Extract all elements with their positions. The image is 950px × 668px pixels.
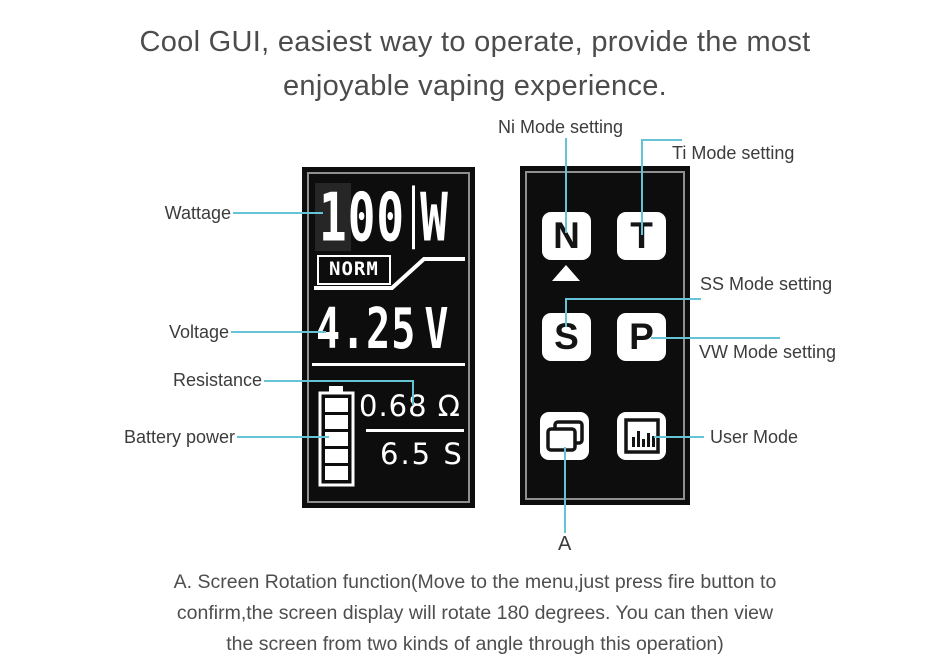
ti-mode-button: T xyxy=(617,212,666,260)
voltage-callout-line xyxy=(231,331,326,333)
vw-mode-button: P xyxy=(617,313,666,361)
footnote-line1: A. Screen Rotation function(Move to the … xyxy=(173,571,777,593)
wattage-unit: W xyxy=(420,178,449,257)
puff-time-unit: S xyxy=(443,437,464,471)
device-screen: 100 W NORM 4.25 V 0.68 Ω 6.5 xyxy=(302,167,475,508)
ti-mode-label: Ti Mode setting xyxy=(672,143,795,163)
ti-callout-line-v xyxy=(641,139,643,235)
resistance-unit: Ω xyxy=(437,389,461,423)
wattage-callout-line xyxy=(233,212,323,214)
footnote: A. Screen Rotation function(Move to the … xyxy=(0,567,950,660)
page-title-line2: enjoyable vaping experience. xyxy=(282,70,668,102)
ti-mode-button-label: T xyxy=(630,215,653,256)
battery-callout-line xyxy=(237,436,329,438)
rotation-callout-line xyxy=(564,447,566,533)
page-title: Cool GUI, easiest way to operate, provid… xyxy=(0,20,950,108)
battery-icon xyxy=(318,386,355,487)
wattage-display: 100 W xyxy=(319,184,449,251)
wattage-value: 100 xyxy=(319,178,406,257)
footnote-line3: the screen from two kinds of angle throu… xyxy=(226,633,724,655)
page-title-line1: Cool GUI, easiest way to operate, provid… xyxy=(139,26,811,58)
wattage-cursor-icon xyxy=(412,185,416,250)
vw-callout-line xyxy=(651,337,780,339)
voltage-display: 4.25 V xyxy=(316,302,449,358)
vw-mode-label: VW Mode setting xyxy=(699,342,837,362)
rotation-marker-label: A xyxy=(558,533,572,555)
resistance-callout-line-v xyxy=(412,380,414,405)
user-callout-line xyxy=(654,436,704,438)
resistance-callout-line-h xyxy=(264,380,414,382)
battery-power-label: Battery power xyxy=(123,427,235,447)
selector-triangle-icon xyxy=(552,265,580,281)
user-mode-label: User Mode xyxy=(710,427,799,447)
puff-curve-icon xyxy=(314,257,465,290)
ss-mode-label: SS Mode setting xyxy=(700,274,833,294)
screen-divider-2 xyxy=(366,429,464,432)
ni-mode-label: Ni Mode setting xyxy=(498,117,624,137)
ni-mode-button: N xyxy=(542,212,591,260)
footnote-line2: confirm,the screen display will rotate 1… xyxy=(176,602,774,624)
mode-button-panel: N T S P xyxy=(520,166,690,505)
vw-mode-button-label: P xyxy=(629,316,654,357)
mode-display: NORM xyxy=(317,255,391,285)
voltage-value: 4.25 xyxy=(316,297,417,363)
puff-time-value: 6.5 xyxy=(380,437,433,471)
resistance-value: 0.68 xyxy=(359,389,428,423)
resistance-label: Resistance xyxy=(172,370,262,390)
screen-rotation-icon xyxy=(545,420,584,452)
ss-callout-line-h xyxy=(565,298,701,300)
resistance-display: 0.68 Ω xyxy=(359,389,461,423)
screen-divider-1 xyxy=(312,363,465,366)
ni-callout-line xyxy=(565,138,567,233)
ti-callout-line-h xyxy=(641,139,682,141)
ss-callout-line-v xyxy=(565,298,567,327)
wattage-highlight xyxy=(315,183,351,251)
wattage-label: Wattage xyxy=(164,203,231,223)
voltage-label: Voltage xyxy=(168,322,229,342)
puff-time-display: 6.5 S xyxy=(380,437,464,471)
voltage-unit: V xyxy=(424,297,450,363)
